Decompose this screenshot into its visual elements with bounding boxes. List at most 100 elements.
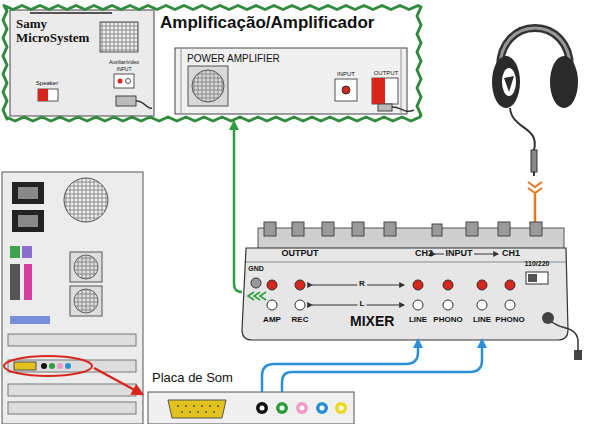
panel-label: LINE [473,316,491,325]
computer-tower [70,286,102,316]
mixer-body [435,254,444,255]
microsystem-body [38,89,48,101]
microsystem-body [10,10,154,116]
mixer-body [528,274,537,282]
device-box: POWER AMPLIFIER [175,48,407,114]
sound-card [189,411,191,413]
mixer-body [526,272,548,284]
sound-card [217,405,219,407]
sound-card [201,405,203,407]
computer-tower [24,264,32,300]
computer-tower [4,356,92,376]
power-amplifier-body [192,70,224,102]
mixer-body [242,248,568,340]
microsystem-body [118,79,123,84]
computer-tower [12,182,44,204]
computer-tower [41,363,47,369]
mixer-body [384,222,396,236]
sound-card [213,411,215,413]
panel-label: Speaker [36,80,58,87]
panel-label: PHONO [433,316,462,325]
power-amplifier-body [372,78,385,104]
sound-card [300,406,305,411]
mixer-body [477,280,487,290]
sound-card [280,406,285,411]
mixer-body [432,224,442,236]
microsystem-body [38,89,58,101]
node-title: Placa de Som [152,371,233,385]
sound-card [168,400,226,418]
mixer-body [248,292,266,300]
sound-card [148,392,354,424]
microsystem-body [114,74,134,88]
power-amplifier-body [181,48,182,114]
sound-card [335,402,347,414]
computer-tower [12,210,44,232]
computer-tower [64,178,108,222]
panel-label: AMP [263,316,281,325]
sound-card [197,411,199,413]
power-amplifier-body [378,104,392,111]
sound-card [339,406,344,411]
headphones [504,76,514,92]
panel-label: 110/220 [525,260,550,268]
mixer-body [477,300,487,310]
mixer-body [322,222,334,236]
sound-card [316,402,328,414]
sound-card [205,411,207,413]
panel-label: Auxiliar/vídeo [109,60,139,66]
microsystem-body [10,10,154,116]
panel-label: LINE [409,316,427,325]
panel-label: GND [248,265,264,273]
headphones [492,56,520,108]
panel-label: CH2 [415,249,433,259]
sound-card [181,411,183,413]
mixer-body [264,222,276,236]
sound-card [148,392,354,424]
power-amplifier-body [188,66,228,106]
computer-tower [18,215,38,227]
mixer-body [264,222,542,236]
mixer-body [295,280,305,290]
cable-connector [262,340,418,392]
power-amplifier-body [372,78,398,104]
mixer-body [267,300,277,310]
sound-card [296,402,308,414]
sound-card [256,402,268,414]
headphones [531,150,537,172]
microsystem-body [30,12,112,14]
mixer-body [242,222,582,360]
panel-label: L [358,300,367,309]
panel-label: REC [292,316,309,325]
sound-card [177,405,219,413]
headphones [492,28,578,232]
mixer-body [574,350,582,360]
computer-tower [8,360,136,372]
sound-card [193,405,195,407]
sound-card [320,406,325,411]
mixer-body [352,222,364,236]
microsystem-body [116,96,136,106]
power-amplifier-body [401,48,402,114]
power-amplifier-body [175,48,414,114]
computer-tower [49,363,55,369]
headphones [528,182,542,193]
node-title: POWER AMPLIFIER [187,53,280,64]
mixer-body [295,300,305,310]
mixer-body [443,280,453,290]
microsystem-body [100,22,138,52]
computer-tower [57,363,63,369]
node-title: Samy MicroSystem [16,17,100,44]
region-outline [3,6,421,122]
node-title: Amplificação/Amplificador [160,14,374,33]
power-amplifier-body [342,86,350,94]
mixer-body [267,280,515,310]
computer-tower [14,362,36,370]
computer-tower [10,264,20,300]
sound-card [209,405,211,407]
node-title: MIXER [350,314,394,329]
computer-tower [22,246,32,258]
panel-label: PHONO [495,316,524,325]
